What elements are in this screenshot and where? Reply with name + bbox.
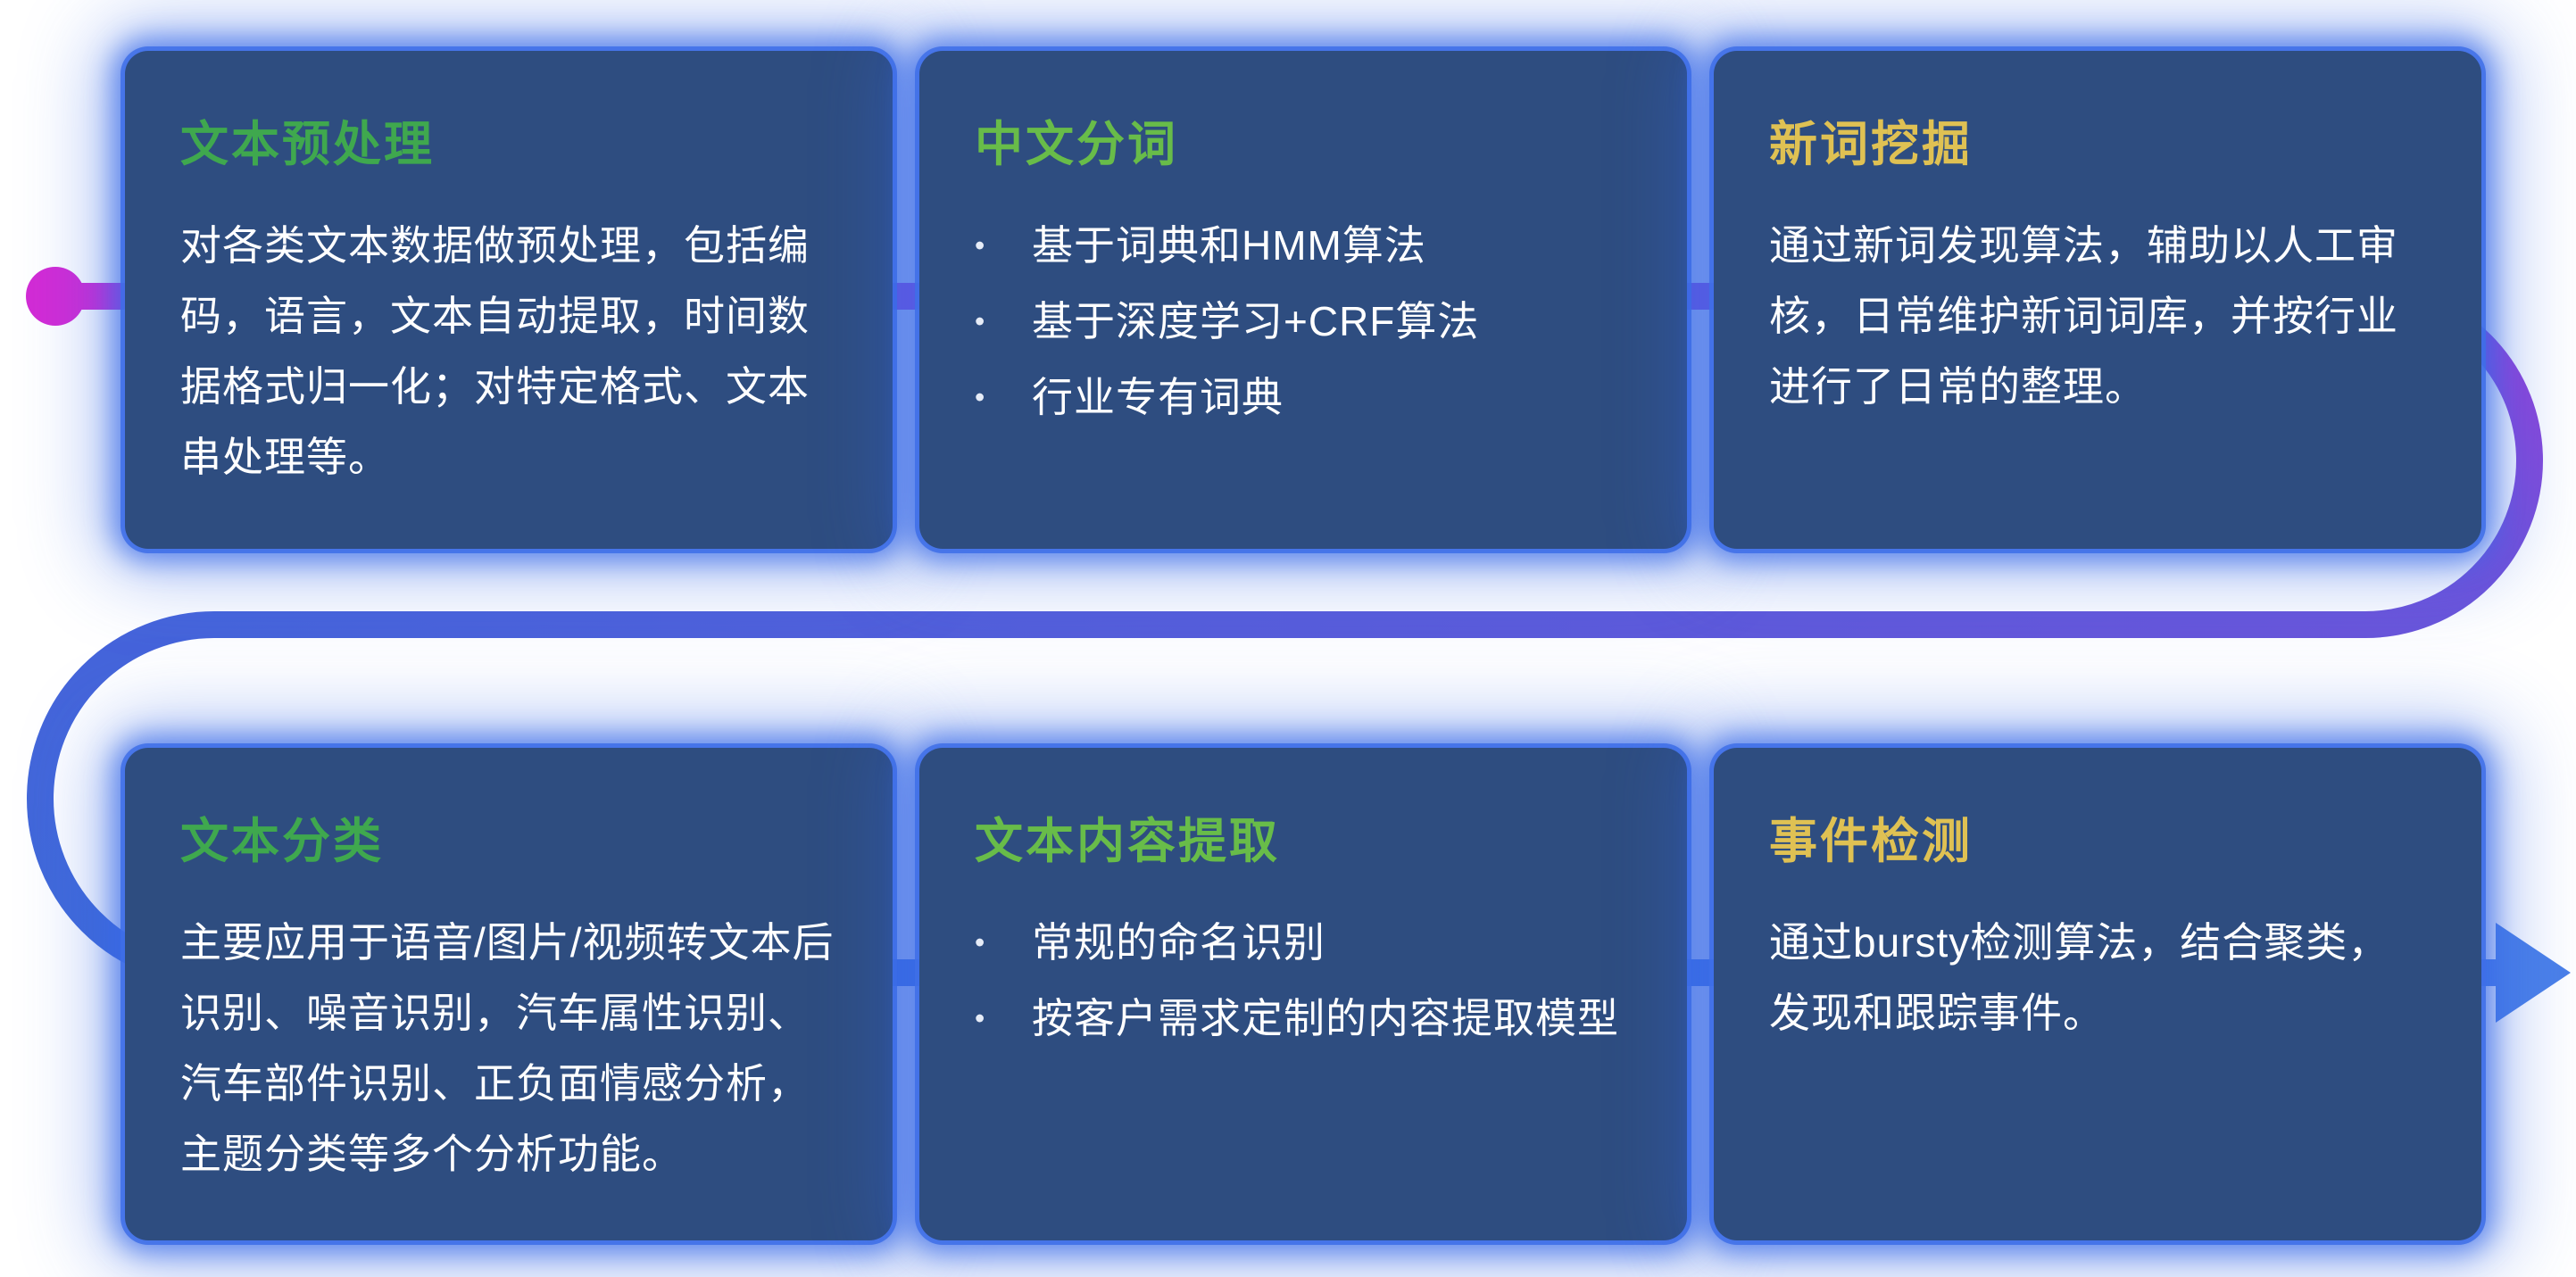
bullet-item: • 基于深度学习+CRF算法 — [975, 286, 1632, 357]
bullet-item: • 按客户需求定制的内容提取模型 — [975, 983, 1632, 1054]
card-chinese-word-segmentation: 中文分词 • 基于词典和HMM算法 • 基于深度学习+CRF算法 • 行业专有词典 — [919, 51, 1687, 549]
cards-row-1: 文本预处理 对各类文本数据做预处理，包括编码，语言，文本自动提取，时间数据格式归… — [125, 51, 2481, 549]
card-title: 文本内容提取 — [975, 815, 1280, 868]
bullet-dot-icon: • — [975, 926, 986, 958]
card-title: 新词挖掘 — [1769, 118, 1973, 171]
card-text-content-extraction: 文本内容提取 • 常规的命名识别 • 按客户需求定制的内容提取模型 — [919, 748, 1687, 1240]
card-title: 中文分词 — [975, 118, 1178, 171]
card-event-detection: 事件检测 通过bursty检测算法，结合聚类，发现和跟踪事件。 — [1714, 748, 2481, 1240]
bullet-text: 常规的命名识别 — [1032, 919, 1325, 966]
card-body-text: 对各类文本数据做预处理，包括编码，语言，文本自动提取，时间数据格式归一化；对特定… — [180, 222, 810, 481]
bullet-dot-icon: • — [975, 381, 986, 414]
card-title: 事件检测 — [1769, 815, 1973, 868]
bullet-dot-icon: • — [975, 229, 986, 261]
cards-row-2: 文本分类 主要应用于语音/图片/视频转文本后识别、噪音识别，汽车属性识别、汽车部… — [125, 748, 2481, 1240]
card-bullet-list: • 常规的命名识别 • 按客户需求定制的内容提取模型 — [975, 908, 1632, 1054]
bullet-item: • 常规的命名识别 — [975, 908, 1632, 978]
card-new-word-mining: 新词挖掘 通过新词发现算法，辅助以人工审核，日常维护新词词库，并按行业进行了日常… — [1714, 51, 2481, 549]
card-bullet-list: • 基于词典和HMM算法 • 基于深度学习+CRF算法 • 行业专有词典 — [975, 211, 1632, 433]
flow-end-arrow-icon — [2496, 923, 2571, 1023]
bullet-text: 基于词典和HMM算法 — [1032, 222, 1426, 269]
bullet-dot-icon: • — [975, 1002, 986, 1035]
card-body-text: 通过新词发现算法，辅助以人工审核，日常维护新词词库，并按行业进行了日常的整理。 — [1769, 222, 2398, 410]
card-text-classification: 文本分类 主要应用于语音/图片/视频转文本后识别、噪音识别，汽车属性识别、汽车部… — [125, 748, 893, 1240]
card-title: 文本分类 — [180, 815, 384, 868]
bullet-item: • 基于词典和HMM算法 — [975, 211, 1632, 281]
bullet-item: • 行业专有词典 — [975, 362, 1632, 433]
card-body-text: 通过bursty检测算法，结合聚类，发现和跟踪事件。 — [1769, 919, 2390, 1037]
card-title: 文本预处理 — [180, 118, 435, 171]
bullet-text: 行业专有词典 — [1032, 374, 1284, 421]
bullet-text: 基于深度学习+CRF算法 — [1032, 298, 1480, 345]
card-body-text: 主要应用于语音/图片/视频转文本后识别、噪音识别，汽车属性识别、汽车部件识别、正… — [180, 919, 835, 1178]
bullet-dot-icon: • — [975, 305, 986, 338]
card-text-preprocessing: 文本预处理 对各类文本数据做预处理，包括编码，语言，文本自动提取，时间数据格式归… — [125, 51, 893, 549]
bullet-text: 按客户需求定制的内容提取模型 — [1032, 995, 1619, 1042]
